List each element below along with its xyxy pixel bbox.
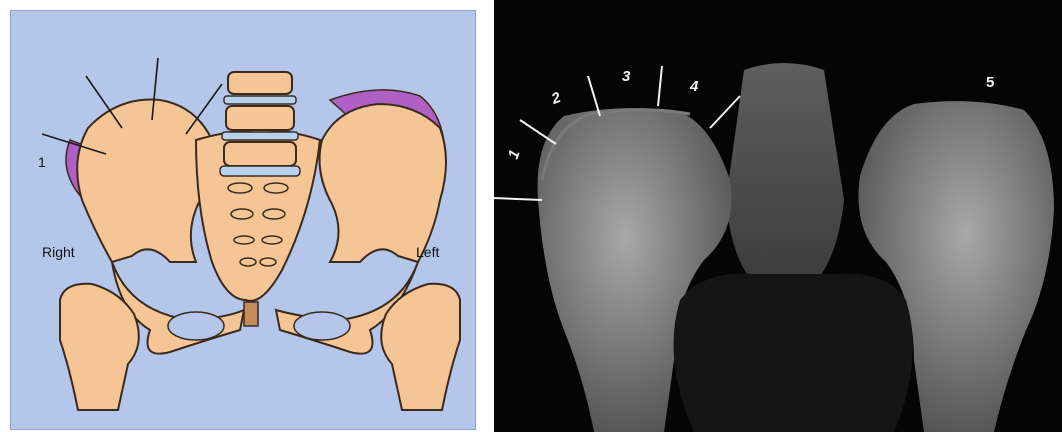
left-obturator-foramen — [294, 312, 350, 340]
xray-panel: 1 2 3 4 5 — [494, 0, 1062, 432]
pelvis-xray — [494, 0, 1062, 432]
left-ilium — [320, 104, 446, 262]
label-number-1: 1 — [38, 154, 46, 170]
xray-label-5: 5 — [986, 74, 994, 91]
xray-pelvic-inlet — [674, 274, 913, 432]
label-left: Left — [416, 244, 439, 260]
pelvis-illustration — [0, 0, 484, 432]
pelvis-illustration-panel: 1 Right Left — [0, 0, 484, 432]
pubic-symphysis — [244, 302, 258, 326]
lumbar-spine — [220, 72, 300, 176]
xray-label-4: 4 — [690, 78, 698, 95]
xray-label-3: 3 — [622, 68, 630, 85]
xray-sacrum — [726, 63, 844, 300]
label-right: Right — [42, 244, 75, 260]
right-obturator-foramen — [168, 312, 224, 340]
